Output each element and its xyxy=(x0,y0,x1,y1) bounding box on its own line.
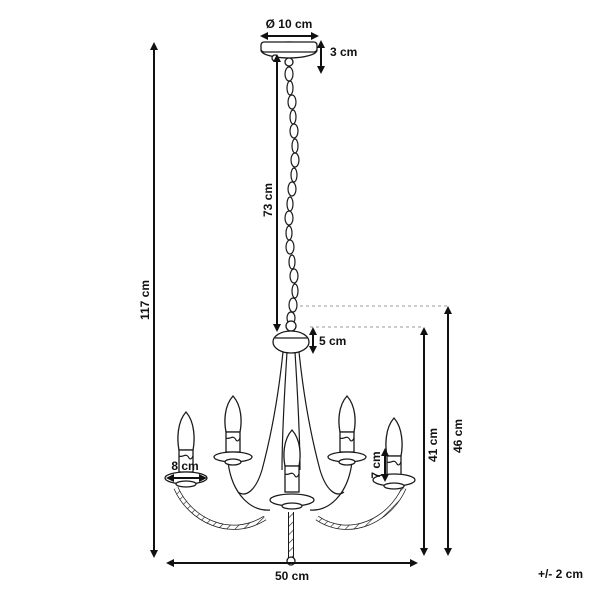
label-candle-height: 7 cm xyxy=(369,451,383,478)
label-canopy-diameter: Ø 10 cm xyxy=(266,17,313,31)
twisted-lower-arms xyxy=(173,461,407,530)
candle-arm-center xyxy=(269,429,315,510)
bottom-finial xyxy=(286,512,296,566)
dimension-canopy-height: 3 cm xyxy=(317,40,357,74)
label-chain-length: 73 cm xyxy=(261,183,275,217)
dimension-arms-height: 41 cm xyxy=(420,327,440,556)
label-body-height: 46 cm xyxy=(451,419,465,453)
chandelier-body-cap xyxy=(272,320,310,354)
candle-arm-left-outer xyxy=(164,411,208,488)
dimension-candle-height: 7 cm xyxy=(369,448,389,482)
candle-arm-right-inner xyxy=(327,395,367,466)
candle-arm-left-inner xyxy=(213,395,253,466)
label-body-cap-height: 5 cm xyxy=(319,334,346,348)
label-total-height: 117 cm xyxy=(138,280,152,320)
ceiling-canopy xyxy=(260,41,318,67)
dimension-total-height: 117 cm xyxy=(138,42,158,558)
dimension-body-height: 46 cm xyxy=(444,306,465,556)
label-total-width: 50 cm xyxy=(275,569,309,583)
label-canopy-height: 3 cm xyxy=(330,45,357,59)
central-stems xyxy=(237,351,345,495)
suspension-chain xyxy=(284,66,300,325)
label-arms-height: 41 cm xyxy=(426,428,440,462)
dimension-chain-length: 73 cm xyxy=(261,54,281,332)
dimension-body-cap-height: 5 cm xyxy=(309,327,346,354)
label-cup-width: 8 cm xyxy=(171,459,198,473)
dimension-total-width: 50 cm xyxy=(166,559,418,583)
tolerance-note: +/- 2 cm xyxy=(538,567,583,581)
dimension-cup-width: 8 cm xyxy=(166,459,207,482)
dimension-canopy-diameter: Ø 10 cm xyxy=(260,17,319,40)
